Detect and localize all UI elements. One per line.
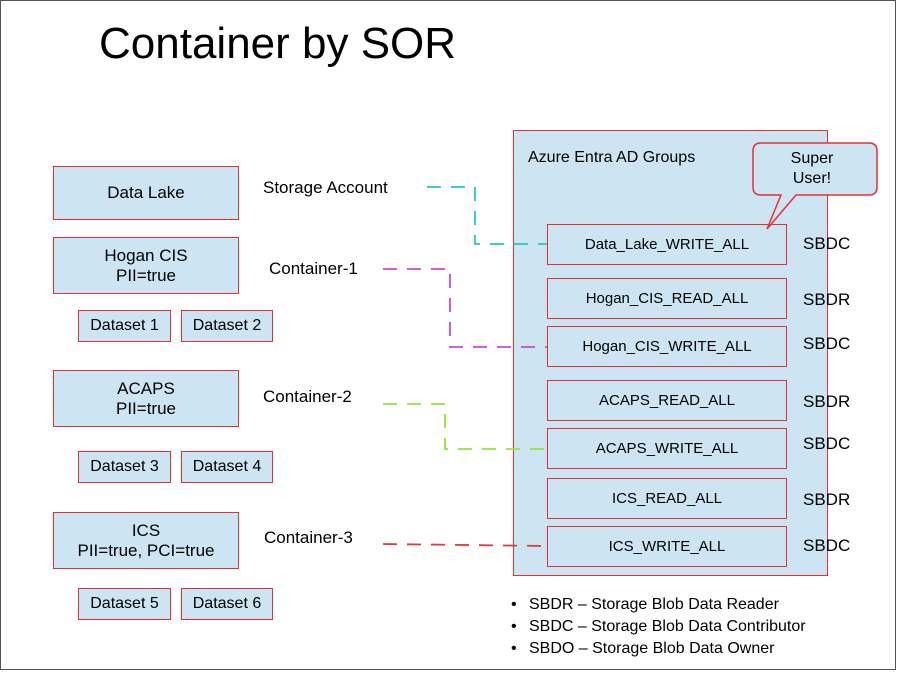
azure-ad-groups-title: Azure Entra AD Groups bbox=[528, 149, 696, 166]
dataset-2: Dataset 2 bbox=[181, 310, 273, 342]
group-ics-read-all: ICS_READ_ALL bbox=[547, 478, 787, 519]
dataset-6: Dataset 6 bbox=[181, 588, 273, 620]
group-hogan-cis-write-all: Hogan_CIS_WRITE_ALL bbox=[547, 326, 787, 367]
legend-item-sbdo: SBDO – Storage Blob Data Owner bbox=[511, 638, 806, 660]
sor-ics-flags: PII=true, PCI=true bbox=[77, 540, 215, 560]
role-label: SBDR bbox=[803, 392, 851, 411]
connector-storage-account bbox=[427, 186, 547, 245]
connector-label-container-1: Container-1 bbox=[269, 259, 358, 278]
sor-hogan-cis-label: Hogan CIS bbox=[104, 245, 188, 265]
role-label: SBDC bbox=[803, 234, 851, 253]
role-label: SBDC bbox=[803, 434, 851, 453]
dataset-1: Dataset 1 bbox=[78, 310, 171, 342]
connector-label-storage-account: Storage Account bbox=[263, 178, 388, 197]
legend-item-sbdr: SBDR – Storage Blob Data Reader bbox=[511, 594, 806, 616]
sor-acaps: ACAPS PII=true bbox=[53, 370, 239, 427]
sor-data-lake: Data Lake bbox=[53, 166, 239, 220]
legend-item-sbdc: SBDC – Storage Blob Data Contributor bbox=[511, 616, 806, 638]
group-acaps-write-all: ACAPS_WRITE_ALL bbox=[547, 428, 787, 469]
role-label: SBDR bbox=[803, 290, 851, 309]
sor-hogan-cis-flags: PII=true bbox=[115, 265, 176, 285]
role-label: SBDC bbox=[803, 334, 851, 353]
connector-label-container-2: Container-2 bbox=[263, 387, 352, 406]
legend: SBDR – Storage Blob Data Reader SBDC – S… bbox=[511, 594, 806, 660]
dataset-3: Dataset 3 bbox=[78, 451, 171, 483]
group-ics-write-all: ICS_WRITE_ALL bbox=[547, 526, 787, 567]
callout-line: Super bbox=[790, 150, 834, 167]
connector-container-3 bbox=[382, 543, 548, 547]
sor-acaps-flags: PII=true bbox=[115, 398, 176, 418]
super-user-callout-text: Super User! bbox=[753, 149, 871, 189]
sor-hogan-cis: Hogan CIS PII=true bbox=[53, 237, 239, 294]
group-hogan-cis-read-all: Hogan_CIS_READ_ALL bbox=[547, 278, 787, 319]
role-label: SBDR bbox=[803, 490, 851, 509]
sor-acaps-label: ACAPS bbox=[117, 378, 175, 398]
role-label: SBDC bbox=[803, 536, 851, 555]
group-data-lake-write-all: Data_Lake_WRITE_ALL bbox=[547, 224, 787, 265]
connector-label-container-3: Container-3 bbox=[264, 528, 353, 547]
slide-title: Container by SOR bbox=[99, 19, 457, 68]
group-acaps-read-all: ACAPS_READ_ALL bbox=[547, 380, 787, 421]
dataset-4: Dataset 4 bbox=[181, 451, 273, 483]
sor-data-lake-label: Data Lake bbox=[107, 183, 185, 202]
connector-container-1 bbox=[383, 268, 547, 348]
connector-container-2 bbox=[383, 403, 547, 450]
sor-ics: ICS PII=true, PCI=true bbox=[53, 512, 239, 569]
callout-line: User! bbox=[792, 170, 832, 187]
sor-ics-label: ICS bbox=[131, 520, 161, 540]
dataset-5: Dataset 5 bbox=[78, 588, 171, 620]
